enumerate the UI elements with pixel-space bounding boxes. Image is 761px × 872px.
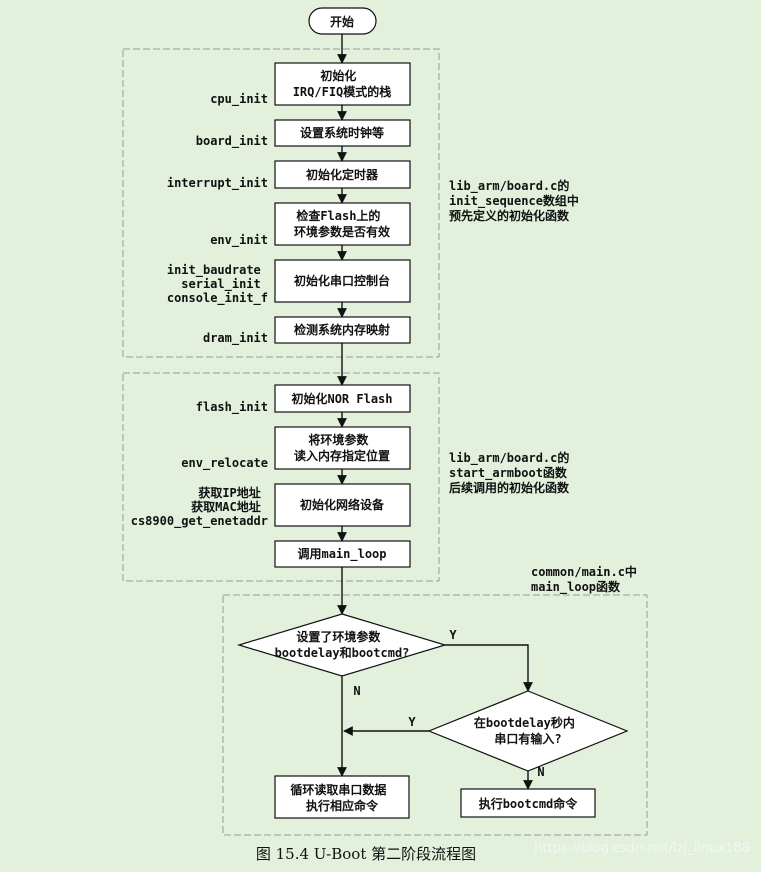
box-init-timer-text: 初始化定时器 <box>306 167 379 182</box>
box-init-network <box>274 483 411 527</box>
box-init-network-text: 初始化网络设备 <box>300 497 385 512</box>
note-main-loop: common/main.c中 main_loop函数 <box>531 564 644 595</box>
box-detect-memory-map <box>274 316 411 344</box>
box-init-nor-flash <box>274 384 411 413</box>
decision-serial-input-text: 在bootdelay秒内 串口有输入? <box>474 715 582 746</box>
group3-frame <box>222 594 648 836</box>
box-loop-read-serial <box>274 775 410 819</box>
decision-serial-input <box>427 690 629 772</box>
box-init-serial-console-text: 初始化串口控制台 <box>294 273 390 288</box>
box-init-serial-console <box>274 259 411 303</box>
box-init-nor-flash-text: 初始化NOR Flash <box>291 391 392 406</box>
watermark: https://blog.csdn.net/lzj_linux188 <box>534 841 750 856</box>
note-init-sequence: lib_arm/board.c的 init_sequence数组中 预先定义的初… <box>449 178 586 223</box>
box-set-system-clock <box>274 119 411 147</box>
box-call-main-loop-text: 调用main_loop <box>297 547 386 562</box>
branch-no-1: N <box>353 684 360 698</box>
figure-caption: 图 15.4 U-Boot 第二阶段流程图 <box>256 845 476 863</box>
branch-yes-2: Y <box>408 715 416 729</box>
box-exec-bootcmd-text: 执行bootcmd命令 <box>479 796 579 811</box>
label-flash-init: flash_init <box>196 400 268 415</box>
start-label: 开始 <box>330 14 354 29</box>
box-loop-read-serial-text: 循环读取串口数据 执行相应命令 <box>290 782 393 813</box>
group2-labels: flash_init env_relocate 获取IP地址 获取MAC地址 c… <box>131 400 268 529</box>
branch-no-2: N <box>537 765 544 779</box>
decision-env-params-set-text: 设置了环境参数 bootdelay和bootcmd? <box>275 629 410 660</box>
group2-boxes: 初始化NOR Flash 将环境参数 读入内存指定位置 初始化网络设备 调用ma… <box>274 384 411 568</box>
box-detect-memory-map-text: 检测系统内存映射 <box>294 322 390 337</box>
group2-frame <box>122 372 440 582</box>
box-load-env-to-memory <box>274 426 411 470</box>
label-interrupt-init: interrupt_init <box>167 176 268 191</box>
box-check-flash-env-text: 检查Flash上的 环境参数是否有效 <box>294 208 391 239</box>
label-cpu-init: cpu_init <box>210 92 268 107</box>
group1-frame <box>122 48 440 358</box>
box-call-main-loop <box>274 540 411 568</box>
label-env-relocate: env_relocate <box>181 456 268 471</box>
label-serial-init-group: init_baudrate serial_init console_init_f <box>167 263 268 306</box>
box-init-irq-fiq-stack <box>274 62 411 106</box>
branch-yes-1: Y <box>449 628 457 642</box>
box-init-timer <box>274 160 411 189</box>
label-board-init: board_init <box>196 134 268 149</box>
label-dram-init: dram_init <box>203 331 268 346</box>
connectors <box>337 34 533 790</box>
group1-labels: cpu_init board_init interrupt_init env_i… <box>167 92 268 346</box>
box-exec-bootcmd <box>460 788 596 818</box>
arrow-d1-yes <box>445 644 533 692</box>
label-network-group: 获取IP地址 获取MAC地址 cs8900_get_enetaddr <box>131 485 268 529</box>
note-start-armboot: lib_arm/board.c的 start_armboot函数 后续调用的初始… <box>449 450 577 495</box>
box-load-env-to-memory-text: 将环境参数 读入内存指定位置 <box>294 432 390 463</box>
label-env-init: env_init <box>210 233 268 248</box>
decision-env-params-set <box>236 613 448 677</box>
box-set-system-clock-text: 设置系统时钟等 <box>300 125 384 140</box>
box-init-irq-fiq-stack-text: 初始化 IRQ/FIQ模式的栈 <box>293 68 392 99</box>
group1-boxes: 初始化 IRQ/FIQ模式的栈 设置系统时钟等 初始化定时器 检查Flash上的… <box>274 62 411 344</box>
box-check-flash-env <box>274 202 411 246</box>
